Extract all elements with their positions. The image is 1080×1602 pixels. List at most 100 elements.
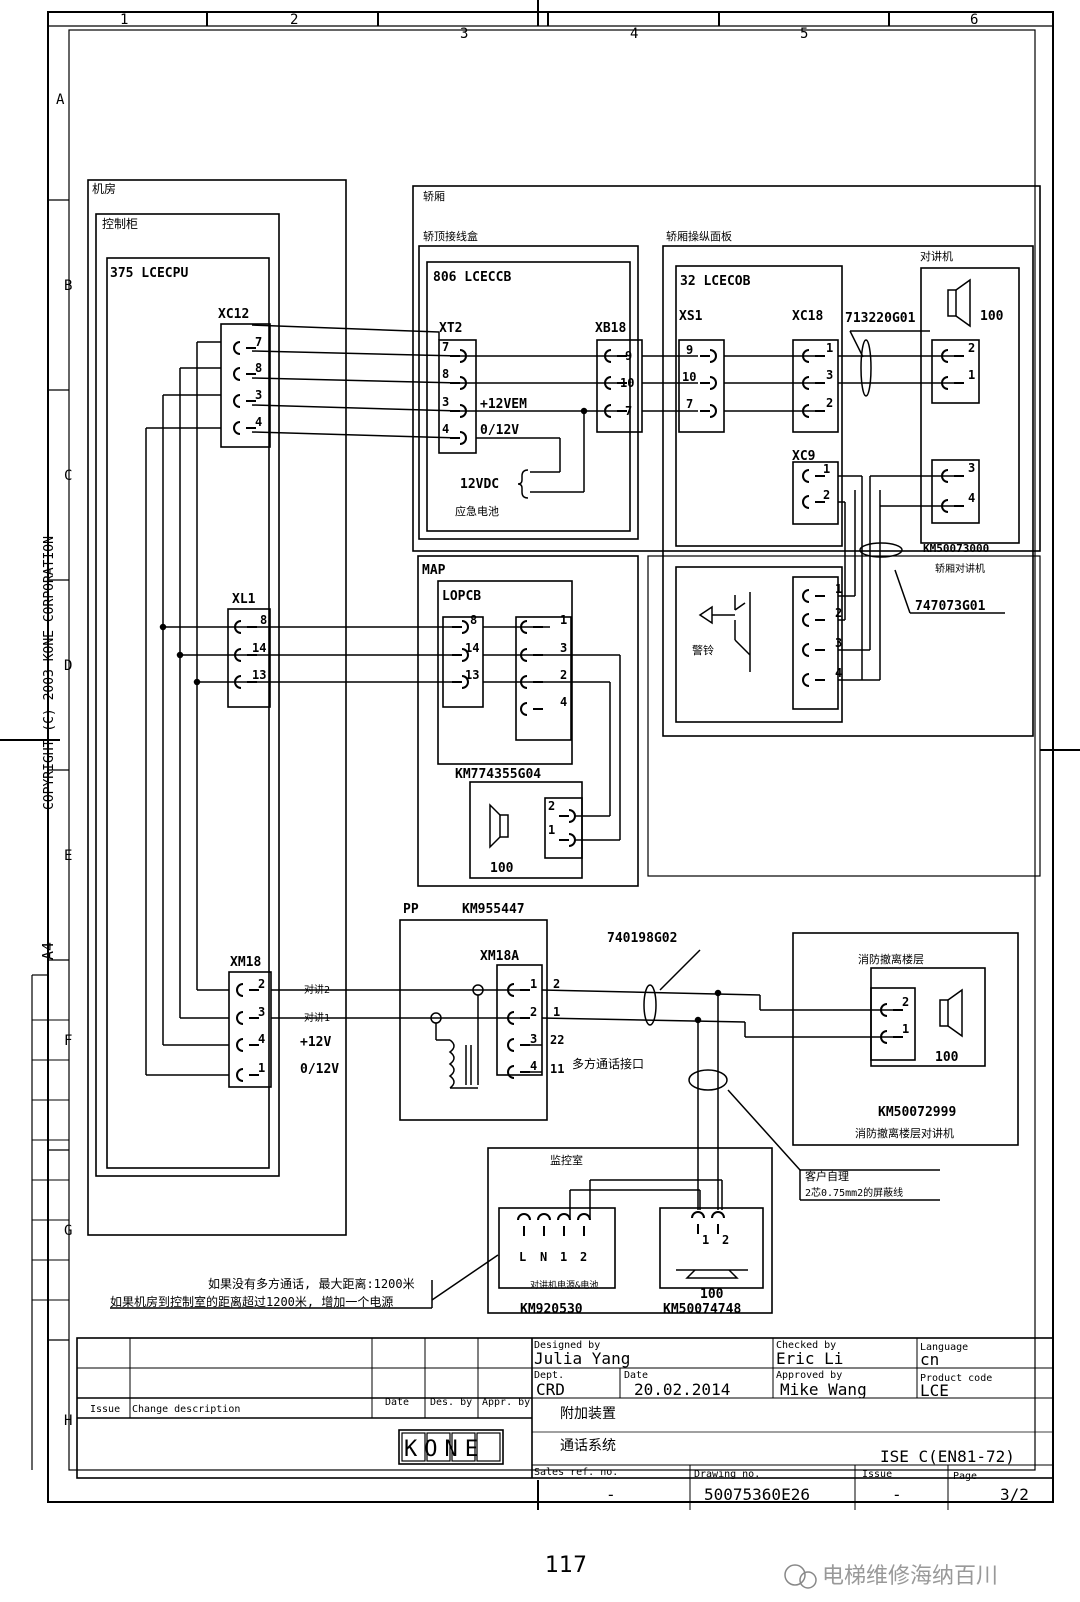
xc12-label: XC12: [218, 307, 249, 322]
xt2-label: XT2: [439, 321, 462, 336]
xs1-label: XS1: [679, 309, 703, 324]
pin-xm18a-2: 3: [530, 1032, 537, 1046]
fire-floor-box: [792, 932, 1019, 1146]
fire-floor-label: 消防撤离楼层: [858, 952, 924, 966]
product-code-value: LCE: [920, 1381, 949, 1400]
page-label: Page: [953, 1471, 977, 1482]
pin-sockets: [233, 341, 964, 1236]
pin-bell-1: 2: [835, 606, 842, 620]
des-by-col: Des. by: [430, 1397, 472, 1408]
col-label-1: 1: [120, 12, 128, 28]
drawing-no-label: Drawing no.: [694, 1469, 760, 1480]
zero12v-b-label: 0/12V: [300, 1062, 339, 1077]
xs1-block: [678, 339, 725, 433]
monitor-speaker-code: KM50074748: [663, 1302, 741, 1317]
cable-747-marker: [859, 542, 903, 558]
car-top-board-box: [426, 261, 631, 532]
pin-xm18-0: 2: [258, 977, 265, 991]
cable-740-label: 740198G02: [607, 931, 677, 946]
drawing-no-value: 50075360E26: [704, 1485, 810, 1504]
pin-xb18-2: 7: [625, 404, 632, 418]
wires: [110, 324, 1005, 1309]
pin-lopcb-l-1: 14: [465, 641, 479, 655]
shielded-wire-label: 2芯0.75mm2的屏蔽线: [805, 1186, 903, 1199]
pin-xl1-1: 14: [252, 641, 266, 655]
customer-own-label: 客户自理: [805, 1169, 849, 1183]
pin-fire-spk-0: 2: [902, 995, 909, 1009]
pin-lopcb-l-2: 13: [465, 668, 479, 682]
pin-mon-pwr-1: N: [540, 1250, 547, 1264]
map-speaker-value: 100: [490, 861, 514, 876]
sales-ref-label: Sales ref. no.: [534, 1467, 618, 1478]
car-top-box-label: 轿顶接线盒: [423, 229, 478, 243]
pin-xs1-2: 7: [686, 397, 693, 411]
page-number: 117: [545, 1553, 587, 1578]
pin-lopcb-r-2: 2: [560, 668, 567, 682]
title2-value: 通话系统: [560, 1438, 616, 1454]
pin-mon-spk-1: 2: [722, 1233, 729, 1247]
pin-mon-spk-0: 1: [702, 1233, 709, 1247]
xm18-block: [228, 971, 272, 1088]
car-panel-box: [662, 245, 1034, 737]
xc18-block: [792, 339, 839, 433]
car-top-board-label: 806 LCECCB: [433, 270, 511, 285]
issue-label: Issue: [862, 1469, 892, 1480]
pin-mon-pwr-0: L: [519, 1250, 526, 1264]
cable-740-marker: [643, 984, 657, 1026]
pin-bell-0: 1: [835, 582, 842, 596]
watermark: 电梯维修海纳百川: [784, 1564, 998, 1589]
bell-icon: [698, 592, 751, 672]
car-panel-board-label: 32 LCECOB: [680, 274, 751, 289]
pin-lopcb-l-0: 8: [470, 613, 477, 627]
dept-value: CRD: [536, 1380, 565, 1399]
map-box: [417, 555, 639, 887]
fire-speaker-block: [870, 987, 916, 1061]
monitor-room-box: [487, 1147, 773, 1314]
pin-xc9-1: 2: [823, 488, 830, 502]
approved-by-label: Approved by: [776, 1370, 842, 1381]
row-label-d: D: [64, 658, 72, 674]
lopcb-label: LOPCB: [442, 589, 481, 604]
product-code-label: Product code: [920, 1373, 992, 1384]
xb18-block: [596, 339, 643, 433]
car-intercom-name: 轿厢对讲机: [935, 562, 985, 575]
map-code-label: KM774355G04: [455, 767, 541, 782]
car-label: 轿厢: [423, 189, 445, 203]
pp-label: PP: [403, 902, 419, 917]
page-value: 3/2: [1000, 1485, 1029, 1504]
car-intercom-box: [920, 267, 1020, 544]
pin-ci-top-1: 1: [968, 368, 975, 382]
pin-xm18a-3: 4: [530, 1059, 537, 1073]
date-value: 20.02.2014: [634, 1380, 730, 1399]
cable-713-marker: [860, 339, 872, 397]
pin-xm18a-1: 2: [530, 1005, 537, 1019]
col-label-6: 6: [970, 12, 978, 28]
car-panel-board-box: [675, 265, 843, 547]
col-label-2: 2: [290, 12, 298, 28]
pin-xs1-0: 9: [686, 343, 693, 357]
cable-747-label: 747073G01: [915, 599, 986, 614]
note-line1: 如果没有多方通话, 最大距离:1200米: [208, 1276, 415, 1291]
copyright-text: COPYRIGHT (C) 2003 KONE CORPORATION: [42, 536, 57, 810]
pin-bell-2: 3: [835, 636, 842, 650]
checked-by-value: Eric Li: [776, 1349, 843, 1368]
v12dc-label: 12VDC: [460, 477, 499, 492]
pin-xc18-0: 1: [826, 341, 833, 355]
xc12-block: [220, 323, 271, 448]
row-label-e: E: [64, 848, 72, 864]
monitor-speaker-box: [659, 1207, 764, 1289]
pin-xc12-2: 3: [255, 388, 262, 402]
xm18-label: XM18: [230, 955, 261, 970]
cable-shielded-marker: [688, 1069, 728, 1091]
monitor-speaker-icon: [676, 1269, 748, 1279]
pin-xl1-0: 8: [260, 613, 267, 627]
xc9-label: XC9: [792, 449, 815, 464]
appr-by-col: Appr. by: [482, 1397, 530, 1408]
car-speaker-icon: [947, 278, 971, 328]
designed-by-value: Julia Yang: [534, 1349, 630, 1368]
pin-xm18a-out-0: 2: [553, 977, 560, 991]
pin-xm18-3: 1: [258, 1061, 265, 1075]
machine-room-box: [87, 179, 347, 1236]
multi-party-port-label: 多方通话接口: [572, 1056, 644, 1071]
monitor-power-code: KM920530: [520, 1302, 583, 1317]
